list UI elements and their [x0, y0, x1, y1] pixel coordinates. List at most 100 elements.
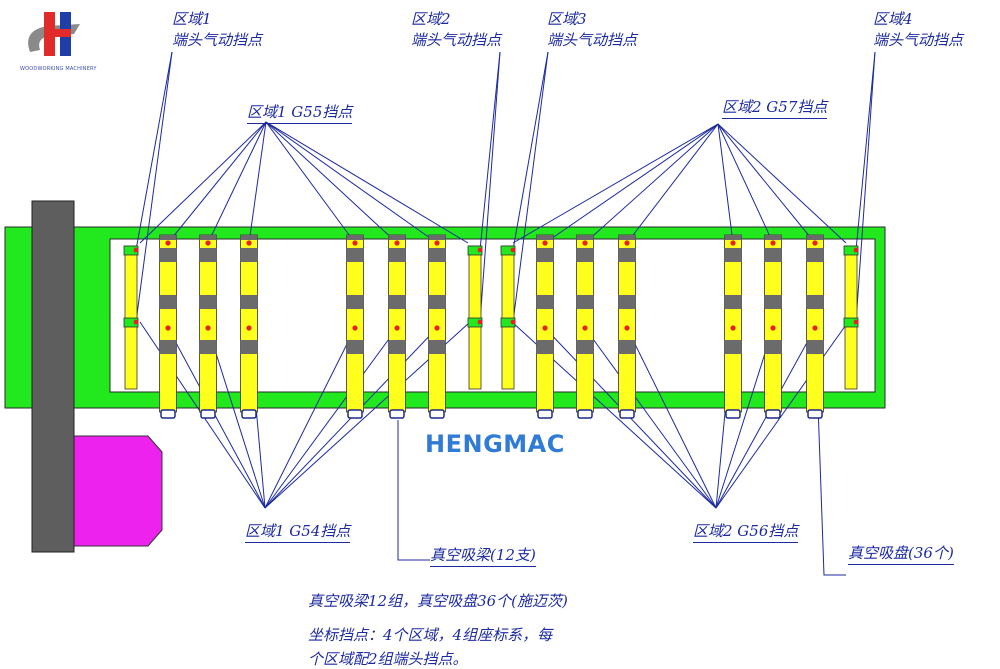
vacuum-cup — [618, 340, 636, 354]
leader-line — [265, 121, 469, 244]
machine-table-inner — [109, 238, 876, 393]
stop-point — [582, 240, 588, 246]
vacuum-cup — [388, 248, 406, 262]
leader-line — [717, 123, 847, 244]
leader-line — [135, 51, 173, 323]
stop-point — [133, 319, 139, 325]
stop-point — [770, 240, 776, 246]
end-pneumatic-stops — [123, 245, 859, 390]
note-line3: 个区域配2组端头挡点。 — [308, 650, 468, 668]
label-zone1-end-line2: 端头气动挡点 — [172, 31, 263, 49]
leader-line — [512, 123, 719, 244]
stop-point — [352, 325, 358, 331]
vacuum-beam — [346, 234, 364, 419]
leader-line — [715, 321, 849, 509]
label-zone2-g56: 区域2 G56挡点 — [693, 520, 799, 543]
vacuum-cup — [199, 248, 217, 262]
vacuum-cup — [576, 340, 594, 354]
vacuum-cup — [724, 248, 742, 262]
end-stop-strip — [500, 245, 516, 390]
leader-line — [584, 327, 717, 509]
end-stop-strip — [123, 245, 139, 390]
vacuum-cup — [724, 295, 742, 309]
stop-point — [434, 240, 440, 246]
label-vacuum-beam: 真空吸梁(12支) — [430, 544, 536, 567]
leader-line — [626, 327, 717, 509]
vacuum-cup — [346, 295, 364, 309]
vacuum-cup — [724, 340, 742, 354]
vacuum-beam — [576, 234, 594, 419]
stop-point — [730, 325, 736, 331]
end-stop-strip — [843, 245, 859, 390]
leader-lines — [135, 51, 876, 576]
leader-line — [715, 327, 816, 509]
label-zone1-end-stop: 区域1 端头气动挡点 — [172, 8, 262, 50]
brand-watermark: HENGMAC — [425, 430, 565, 458]
vacuum-beam — [724, 234, 742, 419]
vacuum-cup — [764, 295, 782, 309]
label-zone4-end-line1: 区域4 — [873, 10, 913, 28]
label-zone2-end-line1: 区域2 — [411, 10, 451, 28]
vacuum-cup — [240, 340, 258, 354]
vacuum-cup — [806, 295, 824, 309]
vacuum-cup — [806, 340, 824, 354]
label-zone4-end-stop: 区域4 端头气动挡点 — [873, 8, 963, 50]
stop-point — [812, 240, 818, 246]
vacuum-cup — [240, 248, 258, 262]
leader-line — [139, 121, 267, 244]
vacuum-cup — [764, 248, 782, 262]
leader-line — [264, 327, 356, 509]
label-zone1-g54: 区域1 G54挡点 — [245, 520, 351, 543]
leader-line — [397, 420, 430, 561]
stop-point — [542, 325, 548, 331]
stop-point — [133, 247, 139, 253]
machine-frame-column — [31, 200, 75, 553]
leader-line — [265, 121, 398, 244]
logo-caption: WOODWORKING MACHINERY — [20, 66, 97, 72]
vacuum-cup — [388, 340, 406, 354]
magenta-block — [72, 435, 163, 547]
leader-line — [265, 121, 438, 244]
vacuum-beam — [618, 234, 636, 419]
vacuum-cup — [199, 295, 217, 309]
vacuum-beam — [199, 234, 217, 419]
vacuum-cup — [576, 295, 594, 309]
note-line1: 真空吸梁12组，真空吸盘36个(施迈茨) — [308, 592, 568, 610]
vacuum-cup — [618, 248, 636, 262]
stop-point — [394, 325, 400, 331]
vacuum-beams — [159, 234, 824, 419]
vacuum-beam — [159, 234, 177, 419]
leader-line — [265, 121, 356, 244]
stop-point — [730, 240, 736, 246]
stop-point — [205, 325, 211, 331]
end-stop-strip — [467, 245, 483, 390]
stop-point — [477, 319, 483, 325]
vacuum-cup — [536, 340, 554, 354]
label-zone2-end-line2: 端头气动挡点 — [411, 31, 502, 49]
vacuum-beam — [536, 234, 554, 419]
vacuum-cup — [346, 248, 364, 262]
label-zone2-end-stop: 区域2 端头气动挡点 — [411, 8, 501, 50]
stop-point — [542, 240, 548, 246]
leader-line — [717, 123, 774, 244]
note-line2: 坐标挡点：4个区域，4组座标系，每 — [308, 626, 553, 644]
vacuum-cup — [159, 295, 177, 309]
stop-point — [812, 325, 818, 331]
leader-line — [815, 347, 846, 576]
vacuum-cup — [199, 340, 217, 354]
stop-point — [165, 325, 171, 331]
vacuum-beam — [764, 234, 782, 419]
vacuum-cup — [536, 295, 554, 309]
vacuum-cup — [159, 340, 177, 354]
stop-point — [434, 325, 440, 331]
vacuum-cup — [428, 295, 446, 309]
label-zone2-g57: 区域2 G57挡点 — [722, 96, 828, 119]
label-zone4-end-line2: 端头气动挡点 — [873, 31, 964, 49]
vacuum-beam — [240, 234, 258, 419]
vacuum-cup — [576, 248, 594, 262]
leader-line — [167, 121, 267, 244]
leader-line — [264, 327, 398, 509]
stop-point — [165, 240, 171, 246]
stop-point — [853, 247, 859, 253]
stop-point — [510, 319, 516, 325]
